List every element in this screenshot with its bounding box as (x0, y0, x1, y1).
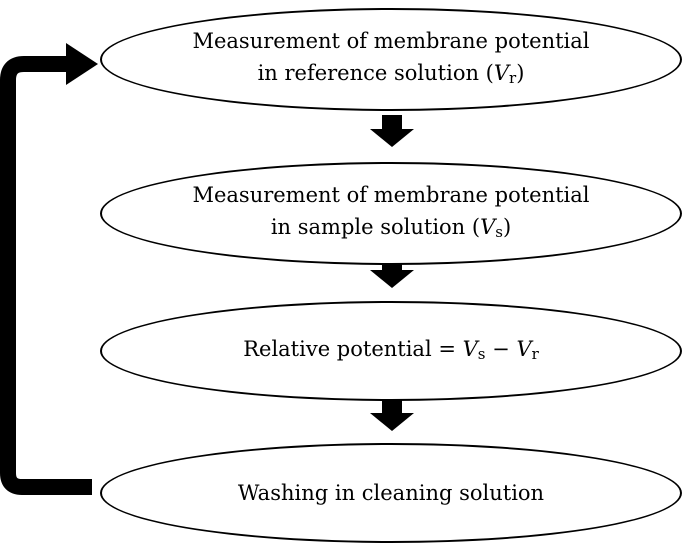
node-3-prefix: Relative potential = (243, 336, 463, 361)
node-3-var2: V (516, 336, 532, 361)
loop-back-arrow (0, 56, 92, 495)
node-1-line2-prefix: in reference solution ( (257, 61, 494, 85)
loop-back-arrowhead (66, 43, 98, 85)
node-1-line1: Measurement of membrane potential (192, 29, 590, 53)
node-2-line2-suffix: ) (502, 215, 512, 239)
node-4-label: Washing in cleaning solution (237, 481, 545, 505)
node-2-label: Measurement of membrane potential in sam… (192, 179, 589, 248)
node-2-sub: s (495, 223, 503, 241)
node-1-var: V (493, 61, 510, 85)
node-measure-sample: Measurement of membrane potential in sam… (100, 162, 682, 265)
node-2-var: V (480, 215, 496, 239)
node-measure-reference: Measurement of membrane potential in ref… (100, 8, 682, 111)
node-3-sub2: r (531, 344, 539, 363)
node-1-label: Measurement of membrane potential in ref… (192, 25, 589, 94)
node-3-minus: − (485, 336, 517, 361)
node-2-line1: Measurement of membrane potential (192, 183, 590, 207)
down-arrow-3 (370, 399, 414, 431)
down-arrow-1 (370, 115, 414, 147)
node-1-line2-suffix: ) (516, 61, 525, 85)
node-2-line2-prefix: in sample solution ( (270, 215, 481, 239)
node-relative-potential: Relative potential = Vs − Vr (100, 301, 682, 401)
node-1-sub: r (509, 69, 517, 87)
node-3-var1: V (462, 336, 478, 361)
node-3-label: Relative potential = Vs − Vr (243, 333, 539, 370)
node-washing: Washing in cleaning solution (100, 443, 682, 543)
node-3-sub1: s (477, 344, 486, 363)
